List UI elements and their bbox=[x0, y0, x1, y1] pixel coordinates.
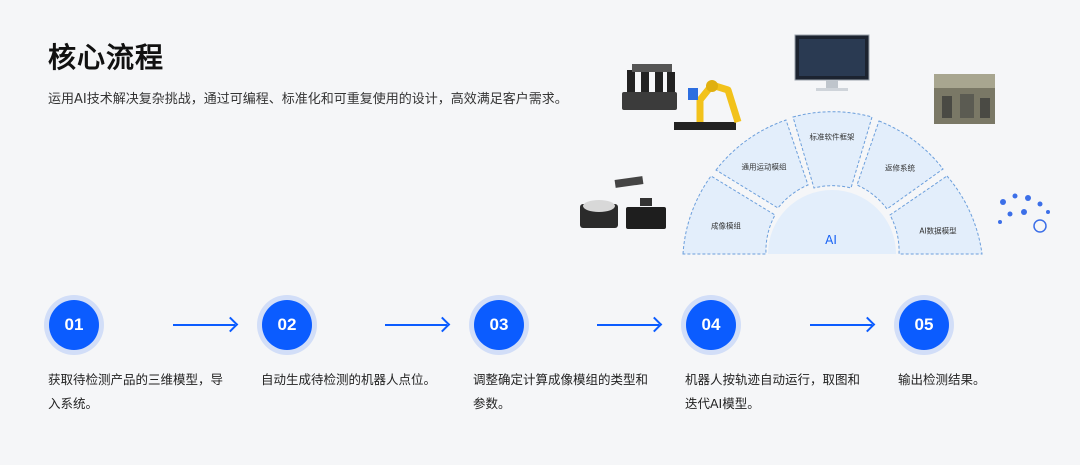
step-text-2: 自动生成待检测的机器人点位。 bbox=[261, 372, 437, 387]
arc-center-label: AI bbox=[825, 233, 837, 247]
arrow-right-icon bbox=[173, 324, 235, 326]
step-number-1: 01 bbox=[49, 300, 99, 350]
step-text-3: 调整确定计算成像模组的类型和参数。 bbox=[473, 372, 649, 411]
arc-segment-repair bbox=[856, 120, 944, 210]
arc-label-software: 标准软件框架 bbox=[809, 132, 855, 142]
arc-label-ai-data: AI数据模型 bbox=[919, 226, 957, 236]
step-number-3: 03 bbox=[474, 300, 524, 350]
step-text-5: 输出检测结果。 bbox=[898, 372, 986, 387]
page-subtitle: 运用AI技术解决复杂挑战，通过可编程、标准化和可重复使用的设计，高效满足客户需求… bbox=[48, 92, 568, 107]
arc-label-motion: 通用运动模组 bbox=[741, 162, 787, 172]
step-text-1: 获取待检测产品的三维模型，导入系统。 bbox=[48, 372, 224, 411]
network-icon-cluster bbox=[998, 193, 1050, 233]
arc-segment-motion bbox=[715, 119, 809, 209]
step-number-4: 04 bbox=[686, 300, 736, 350]
arrow-right-icon bbox=[385, 324, 447, 326]
camera-module-image bbox=[580, 176, 666, 229]
arc-label-repair: 返修系统 bbox=[885, 163, 915, 173]
page-title: 核心流程 bbox=[48, 41, 165, 74]
robot-arm-image bbox=[674, 80, 742, 130]
step-number-2: 02 bbox=[262, 300, 312, 350]
arc-segment-imaging bbox=[682, 175, 776, 255]
fixture-image bbox=[622, 64, 677, 110]
arrow-right-icon bbox=[597, 324, 659, 326]
arrow-right-icon bbox=[810, 324, 872, 326]
arc-segment-ai-data bbox=[889, 175, 983, 255]
arc-center-area bbox=[768, 190, 896, 254]
step-number-5: 05 bbox=[899, 300, 949, 350]
monitor-image bbox=[794, 34, 870, 91]
arc-label-imaging: 成像模组 bbox=[711, 221, 741, 231]
step-text-4: 机器人按轨迹自动运行，取图和迭代AI模型。 bbox=[685, 372, 861, 411]
factory-photo-image bbox=[934, 74, 995, 124]
arc-segment-software bbox=[792, 111, 873, 189]
